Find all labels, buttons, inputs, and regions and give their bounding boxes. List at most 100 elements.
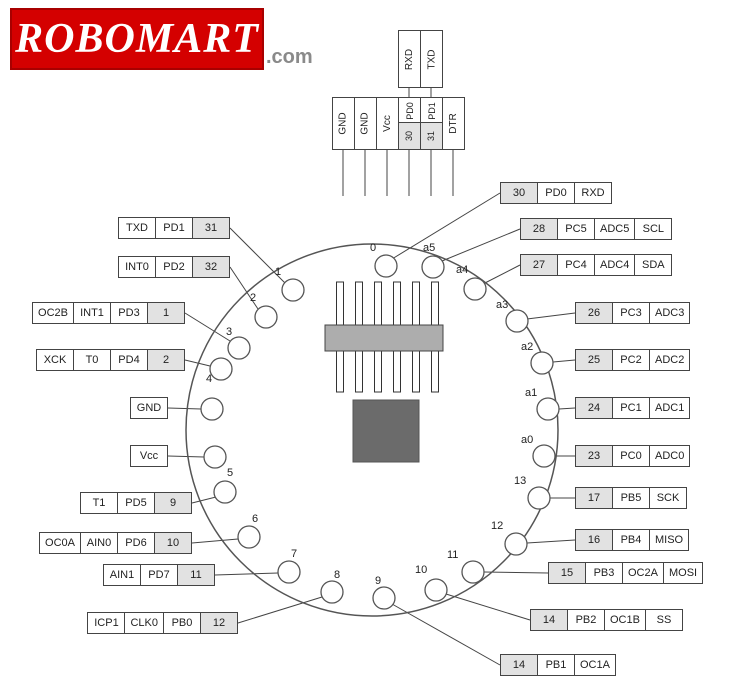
pad-1 — [281, 278, 305, 302]
pin-cell: 1 — [147, 302, 185, 324]
pad-label-10: 10 — [415, 564, 428, 576]
pin-cell: ADC3 — [649, 302, 691, 324]
connector-line — [441, 228, 521, 262]
pin-cell: PB5 — [612, 487, 650, 509]
pin-cell: PC2 — [612, 349, 650, 371]
connector-line — [184, 312, 231, 342]
pin-cell: ADC0 — [649, 445, 691, 467]
serial-pin-label: TXD — [426, 49, 437, 69]
pad-label-9: 9 — [375, 575, 382, 587]
pin-row-pd5: T1 PD5 9 — [80, 492, 192, 514]
header-pin-pd0-number: 30 — [398, 122, 421, 150]
serial-pin-txd: TXD — [420, 30, 443, 88]
connector-line — [391, 603, 501, 666]
pin-cell: PB3 — [585, 562, 623, 584]
header-pin-label: Vcc — [381, 115, 393, 132]
pad-4 — [209, 357, 233, 381]
pin-cell: 30 — [500, 182, 538, 204]
pin-cell: OC2A — [622, 562, 664, 584]
pin-cell: 26 — [575, 302, 613, 324]
connector-line — [552, 359, 576, 363]
pad-label-a4: a4 — [456, 264, 469, 276]
pad-gnd — [200, 397, 224, 421]
pin-row-pb3: 15 PB3 OC2A MOSI — [548, 562, 704, 584]
pad-vcc — [203, 445, 227, 469]
pad-label-3: 3 — [226, 326, 233, 338]
pin-cell: TXD — [118, 217, 156, 239]
pin-cell: OC1A — [574, 654, 616, 676]
pad-11 — [461, 560, 485, 584]
pin-row-pd1: TXD PD1 31 — [118, 217, 230, 239]
pad-label-8: 8 — [334, 569, 341, 581]
pin-cell: SCL — [634, 218, 673, 240]
header-pin-label: PD1 — [426, 101, 437, 120]
board-pads — [200, 254, 560, 610]
connector-line — [445, 593, 531, 621]
connector-line — [237, 596, 323, 624]
pin-cell: PD7 — [140, 564, 178, 586]
connector-line — [191, 496, 217, 504]
pad-label-a1: a1 — [525, 387, 538, 399]
pad-label-0: 0 — [370, 242, 377, 254]
pin-cell: PB0 — [163, 612, 201, 634]
header-pin-label: 30 — [404, 130, 415, 142]
pin-cell: 16 — [575, 529, 613, 551]
pin-row-pc4: 27 PC4 ADC4 SDA — [520, 254, 673, 276]
connector-line — [229, 227, 286, 284]
pad-label-a2: a2 — [521, 341, 534, 353]
pad-3 — [227, 336, 251, 360]
pin-cell: AIN0 — [80, 532, 118, 554]
pin-row-pd0: 30 PD0 RXD — [500, 182, 612, 204]
pin-cell: PD5 — [117, 492, 155, 514]
connector-line — [191, 538, 239, 544]
connector-line — [184, 359, 211, 367]
connector-line — [167, 407, 202, 410]
header-pin-pd0: PD0 — [398, 97, 421, 124]
pin-cell: Vcc — [130, 445, 168, 467]
pin-cell: PC3 — [612, 302, 650, 324]
pad-label-5: 5 — [227, 467, 234, 479]
pin-cell: ICP1 — [87, 612, 126, 634]
pad-label-4: 4 — [206, 373, 213, 385]
pad-a1 — [536, 397, 560, 421]
connector-lines — [167, 86, 576, 666]
pad-label-2: 2 — [250, 292, 257, 304]
pin-row-pd2: INT0 PD2 32 — [118, 256, 230, 278]
pin-row-pc3: 26 PC3 ADC3 — [575, 302, 691, 324]
pin-cell: XCK — [36, 349, 74, 371]
brand-suffix: .com — [266, 46, 313, 68]
header-pin-gnd2: GND — [354, 97, 377, 150]
pin-cell: 31 — [192, 217, 230, 239]
pin-cell: INT1 — [73, 302, 111, 324]
pad-7 — [277, 560, 301, 584]
pad-8 — [320, 580, 344, 604]
pin-cell: SDA — [634, 254, 673, 276]
pad-6 — [237, 525, 261, 549]
pad-label-6: 6 — [252, 513, 259, 525]
connector-line — [526, 312, 576, 320]
pin-cell: 32 — [192, 256, 230, 278]
serial-pin-label: RXD — [404, 48, 415, 70]
connector-line — [229, 266, 259, 310]
serial-pin-rxd: RXD — [398, 30, 421, 88]
pin-cell: PC0 — [612, 445, 650, 467]
pin-cell: T1 — [80, 492, 118, 514]
pin-cell: 24 — [575, 397, 613, 419]
pin-row-pd3: OC2B INT1 PD3 1 — [32, 302, 185, 324]
header-pin-dtr: DTR — [442, 97, 465, 150]
pin-cell: OC1B — [604, 609, 646, 631]
pin-cell: PD0 — [537, 182, 575, 204]
connector-line — [483, 571, 549, 574]
pin-cell: ADC4 — [594, 254, 636, 276]
pad-10 — [424, 578, 448, 602]
pin-row-pb5: 17 PB5 SCK — [575, 487, 687, 509]
pin-cell: 9 — [154, 492, 192, 514]
pin-cell: 23 — [575, 445, 613, 467]
pin-row-pb2: 14 PB2 OC1B SS — [530, 609, 683, 631]
pad-label-7: 7 — [291, 548, 298, 560]
isp-header-socket — [324, 324, 444, 352]
pin-row-pc2: 25 PC2 ADC2 — [575, 349, 691, 371]
pad-label-a0: a0 — [521, 434, 534, 446]
connector-line — [526, 539, 576, 544]
pad-label-1: 1 — [275, 266, 282, 278]
